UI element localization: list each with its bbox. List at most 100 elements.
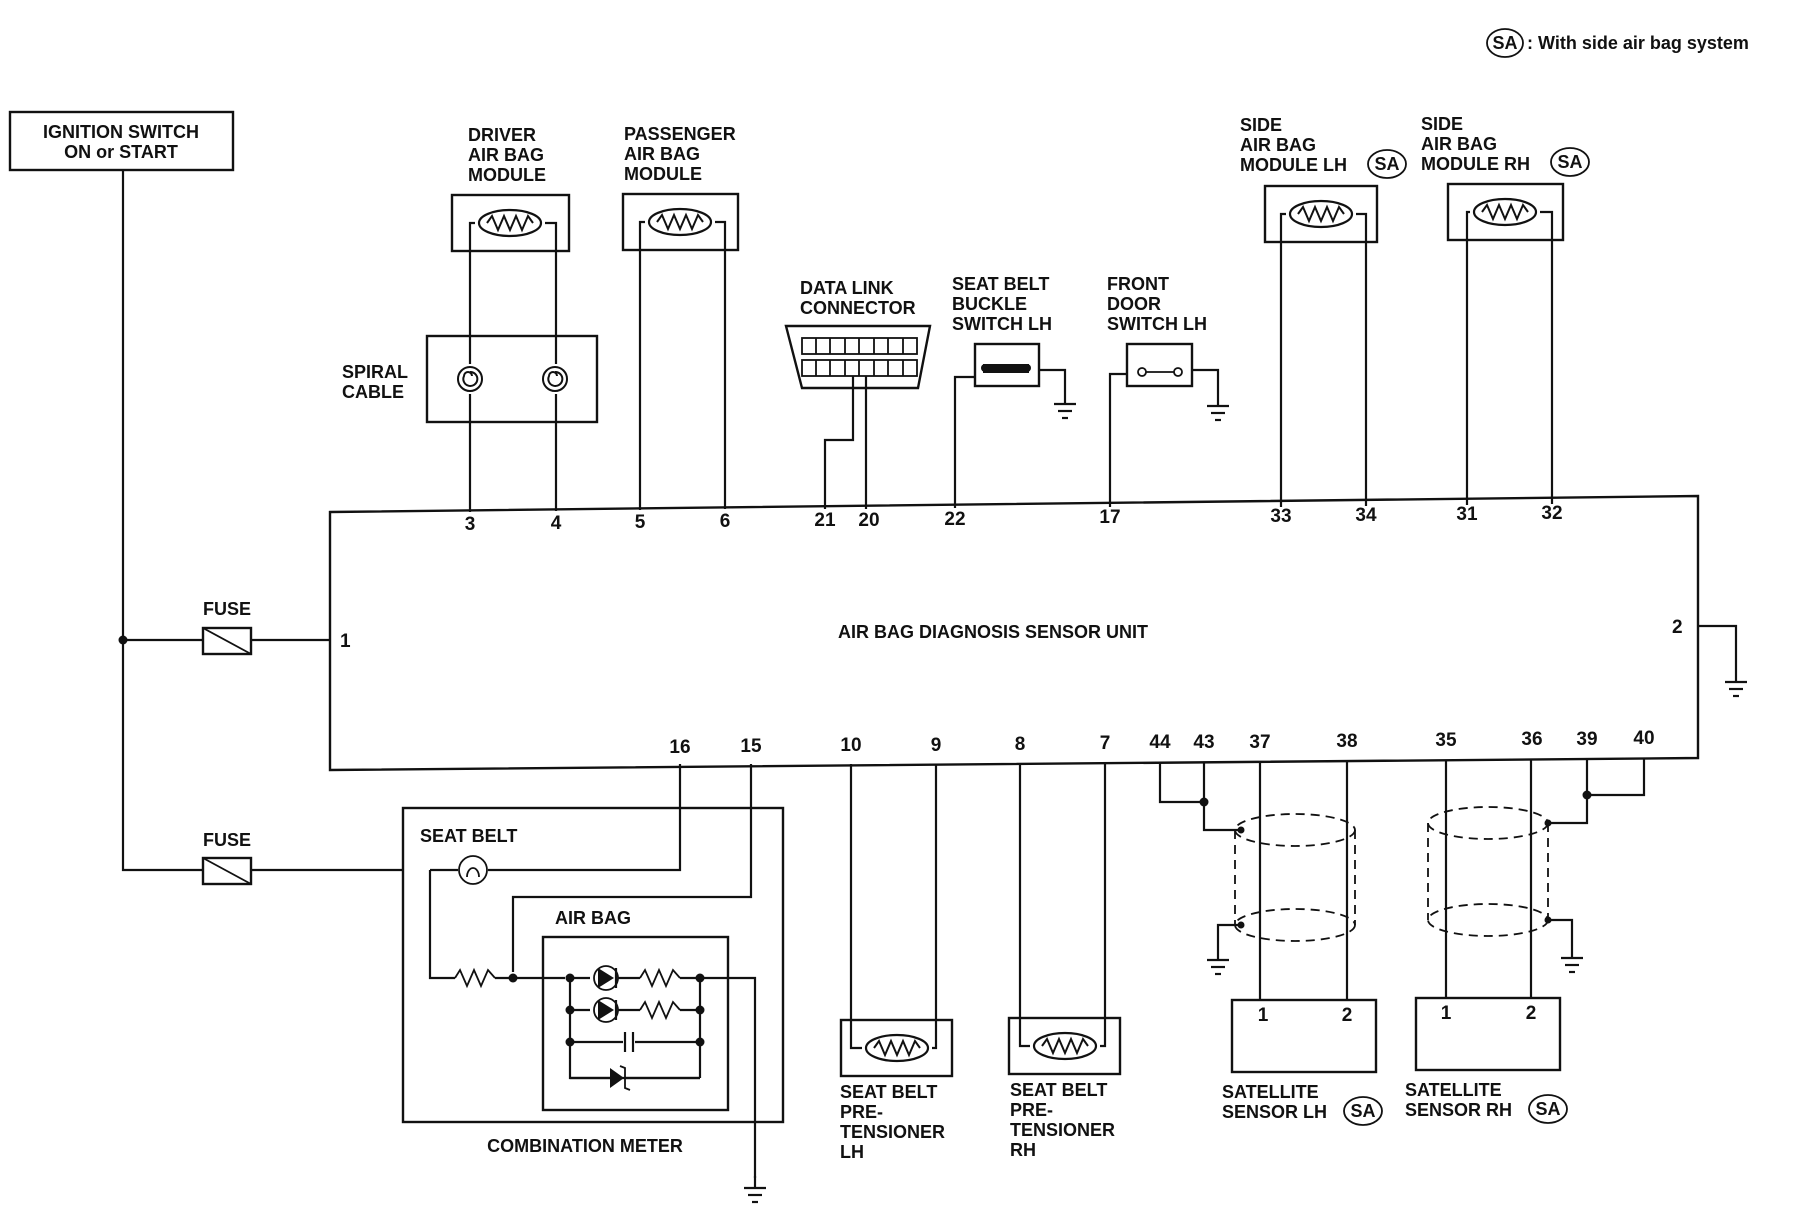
passenger-label-3: MODULE — [624, 164, 702, 184]
pin-6: 6 — [720, 511, 731, 532]
sat-rh-pin-1: 1 — [1441, 1003, 1452, 1024]
buckle-ground-icon — [1052, 392, 1078, 420]
door-label-3: SWITCH LH — [1107, 314, 1207, 334]
spiral-label-2: CABLE — [342, 382, 404, 402]
buckle-label-1: SEAT BELT — [952, 274, 1049, 294]
sat-rh-sa-badge — [1528, 1094, 1568, 1124]
seat-belt-lamp-icon — [458, 855, 488, 885]
driver-label-1: DRIVER — [468, 125, 536, 145]
passenger-label-2: AIR BAG — [624, 144, 700, 164]
side-rh-sa-text: SA — [1557, 152, 1582, 172]
satellite-sensor-lh: 1 2 SATELLITE SENSOR LH SA — [1222, 998, 1383, 1126]
side-rh-label-3: MODULE RH — [1421, 154, 1530, 174]
side-rh-label-1: SIDE — [1421, 114, 1463, 134]
fuse-2: FUSE — [201, 830, 253, 886]
sat-lh-pin-1: 1 — [1258, 1005, 1269, 1026]
pin-15: 15 — [740, 736, 762, 757]
pin-10: 10 — [840, 735, 861, 756]
sat-lh-sa-badge — [1343, 1096, 1383, 1126]
legend: SA : With side air bag system — [1486, 28, 1749, 58]
door-label-2: DOOR — [1107, 294, 1161, 314]
pin-5: 5 — [635, 512, 646, 533]
door-ground-icon — [1205, 394, 1231, 422]
pretensioner-lh-label-2: PRE- — [840, 1102, 883, 1122]
pretensioner-lh: SEAT BELT PRE- TENSIONER LH — [839, 1018, 954, 1162]
pretensioner-lh-label-4: LH — [840, 1142, 864, 1162]
pin-44: 44 — [1149, 732, 1171, 753]
pin-38: 38 — [1336, 731, 1357, 752]
spiral-cable: SPIRAL CABLE — [342, 334, 599, 424]
sat-rh-ground-icon — [1559, 946, 1585, 974]
sat-lh-ground-icon — [1205, 948, 1231, 976]
buckle-switch-icon — [983, 364, 1029, 373]
pretensioner-lh-label-3: TENSIONER — [840, 1122, 945, 1142]
combination-meter: COMBINATION METER SEAT BELT AIR BAG — [401, 806, 785, 1156]
passenger-label-1: PASSENGER — [624, 124, 736, 144]
pin-43: 43 — [1193, 732, 1214, 753]
bottom-pin-labels: 16 15 10 9 8 7 44 43 37 38 35 36 39 40 — [669, 728, 1654, 758]
ignition-label-2: ON or START — [64, 142, 178, 162]
top-pin-labels: 3 4 5 6 21 20 22 17 33 34 31 32 — [465, 503, 1563, 535]
warning-led-icon-2 — [598, 1000, 614, 1020]
pin-8: 8 — [1015, 734, 1026, 755]
ignition-label-1: IGNITION SWITCH — [43, 122, 199, 142]
sat-lh-sa-text: SA — [1350, 1101, 1375, 1121]
side-air-bag-module-lh: SIDE AIR BAG MODULE LH SA — [1240, 115, 1407, 244]
dlc-label-2: CONNECTOR — [800, 298, 916, 318]
side-lh-label-2: AIR BAG — [1240, 135, 1316, 155]
unit-title: AIR BAG DIAGNOSIS SENSOR UNIT — [838, 622, 1148, 642]
pretensioner-rh-label-4: RH — [1010, 1140, 1036, 1160]
pin-39: 39 — [1576, 729, 1597, 750]
spiral-label-1: SPIRAL — [342, 362, 408, 382]
pretensioner-rh-label-2: PRE- — [1010, 1100, 1053, 1120]
pin-36: 36 — [1521, 729, 1542, 750]
pin-17: 17 — [1099, 507, 1120, 528]
seat-belt-lamp-label: SEAT BELT — [420, 826, 517, 846]
fuse-1: FUSE — [201, 599, 253, 656]
pin-2-ground-wire — [1698, 624, 1738, 670]
unit-ground-icon — [1723, 670, 1749, 698]
side-air-bag-module-rh: SIDE AIR BAG MODULE RH SA — [1421, 114, 1590, 242]
shield-lh — [1234, 813, 1356, 942]
pretensioner-rh-label-3: TENSIONER — [1010, 1120, 1115, 1140]
seat-belt-buckle-switch-lh: SEAT BELT BUCKLE SWITCH LH — [952, 274, 1052, 388]
pin-40: 40 — [1633, 728, 1654, 749]
pin-34: 34 — [1355, 505, 1377, 526]
fuse-1-label: FUSE — [203, 599, 251, 619]
pin-4: 4 — [551, 513, 562, 534]
door-label-1: FRONT — [1107, 274, 1169, 294]
buckle-label-2: BUCKLE — [952, 294, 1027, 314]
pin-20: 20 — [858, 510, 879, 531]
pin-2: 2 — [1672, 617, 1683, 638]
dlc-label-1: DATA LINK — [800, 278, 894, 298]
ignition-feed-wire — [121, 170, 205, 872]
pin-33: 33 — [1270, 506, 1291, 527]
sat-rh-label-2: SENSOR RH — [1405, 1100, 1512, 1120]
meter-resistor-icon — [454, 967, 496, 989]
data-link-connector: DATA LINK CONNECTOR — [784, 278, 932, 390]
pin-31: 31 — [1456, 504, 1478, 525]
zener-diode-icon — [610, 1068, 624, 1088]
side-lh-sa-badge — [1367, 149, 1407, 179]
side-lh-label-1: SIDE — [1240, 115, 1282, 135]
sat-lh-label-1: SATELLITE — [1222, 1082, 1319, 1102]
satellite-sensor-rh: 1 2 SATELLITE SENSOR RH SA — [1405, 996, 1568, 1124]
legend-badge-text: SA — [1492, 33, 1517, 53]
side-rh-label-2: AIR BAG — [1421, 134, 1497, 154]
meter-title: COMBINATION METER — [487, 1136, 683, 1156]
pin-16: 16 — [669, 737, 690, 758]
sat-lh-label-2: SENSOR LH — [1222, 1102, 1327, 1122]
air-bag-lamp-label: AIR BAG — [555, 908, 631, 928]
pin-37: 37 — [1249, 732, 1270, 753]
side-lh-sa-text: SA — [1374, 154, 1399, 174]
buckle-label-3: SWITCH LH — [952, 314, 1052, 334]
pin-1: 1 — [340, 631, 351, 652]
driver-label-3: MODULE — [468, 165, 546, 185]
legend-text: : With side air bag system — [1527, 33, 1749, 53]
meter-ground-icon — [742, 1176, 768, 1204]
pin-35: 35 — [1435, 730, 1457, 751]
warning-led-icon-1 — [598, 968, 614, 988]
pin-3: 3 — [465, 514, 476, 535]
sat-rh-label-1: SATELLITE — [1405, 1080, 1502, 1100]
pretensioner-rh: SEAT BELT PRE- TENSIONER RH — [1007, 1016, 1122, 1160]
